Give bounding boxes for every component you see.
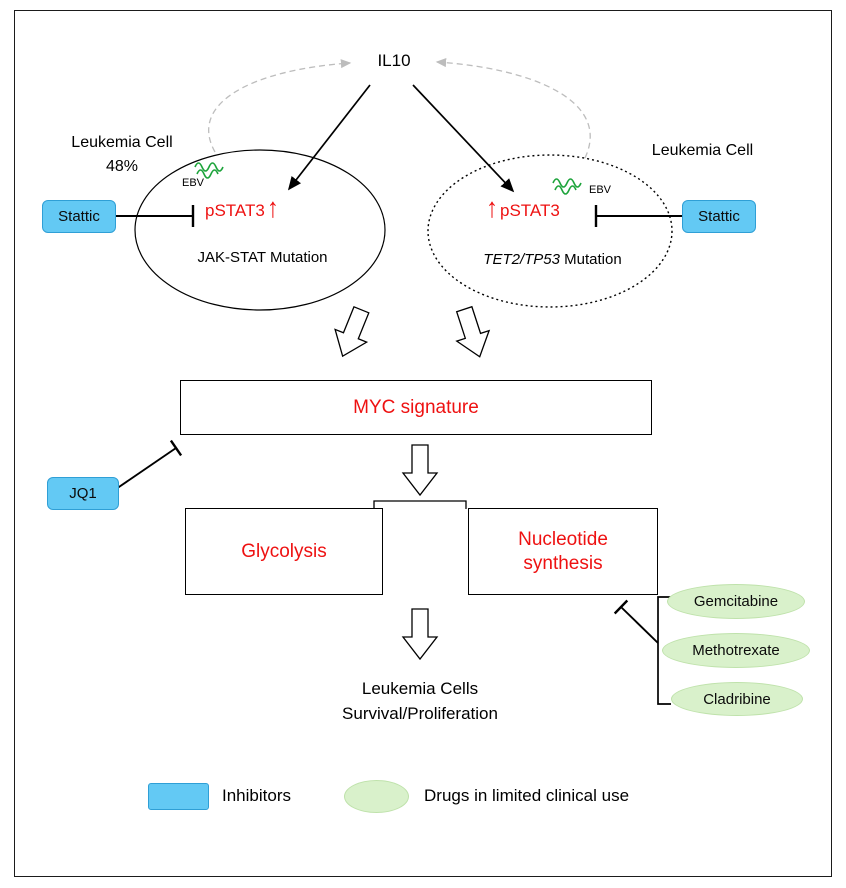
nucleotide-synthesis-label: Nucleotide synthesis: [518, 528, 608, 574]
glycolysis-label: Glycolysis: [241, 540, 327, 562]
pstat3-left-group: pSTAT3 ↑: [205, 195, 279, 223]
drug-cladribine: Cladribine: [671, 682, 803, 716]
drug-gemcitabine: Gemcitabine: [667, 584, 805, 619]
right-cell-to-myc-arrow: [455, 305, 491, 358]
leukemia-cell-left-percent: 48%: [105, 158, 139, 175]
tet2-tp53-mutation-label: TET2/TP53 Mutation: [440, 250, 665, 270]
leukemia-cell-right-ellipse: [427, 154, 673, 308]
legend-drugs-label: Drugs in limited clinical use: [424, 786, 630, 805]
pstat3-right-label: pSTAT3: [500, 201, 560, 220]
up-arrow-icon: ↑: [266, 192, 279, 224]
jak-stat-mutation-label: JAK-STAT Mutation: [197, 249, 328, 266]
leukemia-cell-left-ellipse: [134, 149, 386, 311]
dashed-feedback-arc-left: [208, 59, 352, 153]
up-arrow-icon: ↑: [486, 192, 498, 224]
drugs-bracket: [657, 596, 671, 705]
ebv-squiggle-right-icon: [552, 178, 582, 195]
il10-label: IL10: [377, 51, 411, 70]
outcome-line1-label: Leukemia Cells: [361, 679, 479, 698]
branch-split-connector: [373, 500, 467, 509]
leukemia-cell-left-label: Leukemia Cell: [71, 134, 173, 151]
legend-drug-swatch: [344, 780, 409, 813]
mutation-word-label: Mutation: [560, 251, 622, 268]
jq1-inhibition-tbar: [115, 439, 183, 490]
jq1-inhibitor: JQ1: [47, 477, 119, 510]
glycolysis-box: Glycolysis: [185, 508, 383, 595]
tet2-tp53-gene-label: TET2/TP53: [483, 251, 560, 268]
nucleotide-synthesis-box: Nucleotide synthesis: [468, 508, 658, 595]
outcome-line2-label: Survival/Proliferation: [342, 704, 498, 723]
legend-inhibitor-swatch: [148, 783, 209, 810]
stattic-left-inhibition-tbar: [114, 205, 195, 227]
branches-to-outcome-arrow: [401, 608, 439, 661]
stattic-inhibitor-right: Stattic: [682, 200, 756, 233]
ebv-squiggle-left-icon: [194, 162, 224, 179]
il10-to-left-cell-arrow: [287, 84, 371, 191]
left-cell-to-myc-arrow: [334, 305, 370, 358]
stattic-right-inhibition-tbar: [594, 205, 682, 227]
leukemia-cell-right-label: Leukemia Cell: [651, 142, 754, 159]
myc-to-branches-arrow: [401, 444, 439, 497]
il10-to-right-cell-arrow: [412, 84, 515, 193]
myc-signature-box: MYC signature: [180, 380, 652, 435]
myc-signature-label: MYC signature: [353, 396, 479, 418]
pstat3-right-group: ↑ pSTAT3: [486, 195, 560, 223]
drug-methotrexate: Methotrexate: [662, 633, 810, 668]
diagram-border: [14, 10, 832, 877]
drugs-inhibition-tbar: [613, 599, 659, 644]
dashed-feedback-arc-right: [435, 58, 591, 159]
pstat3-left-label: pSTAT3: [205, 201, 265, 220]
stattic-inhibitor-left: Stattic: [42, 200, 116, 233]
legend-inhibitors-label: Inhibitors: [222, 786, 291, 805]
ebv-label-right: EBV: [589, 184, 612, 196]
ebv-label-left: EBV: [182, 177, 205, 189]
